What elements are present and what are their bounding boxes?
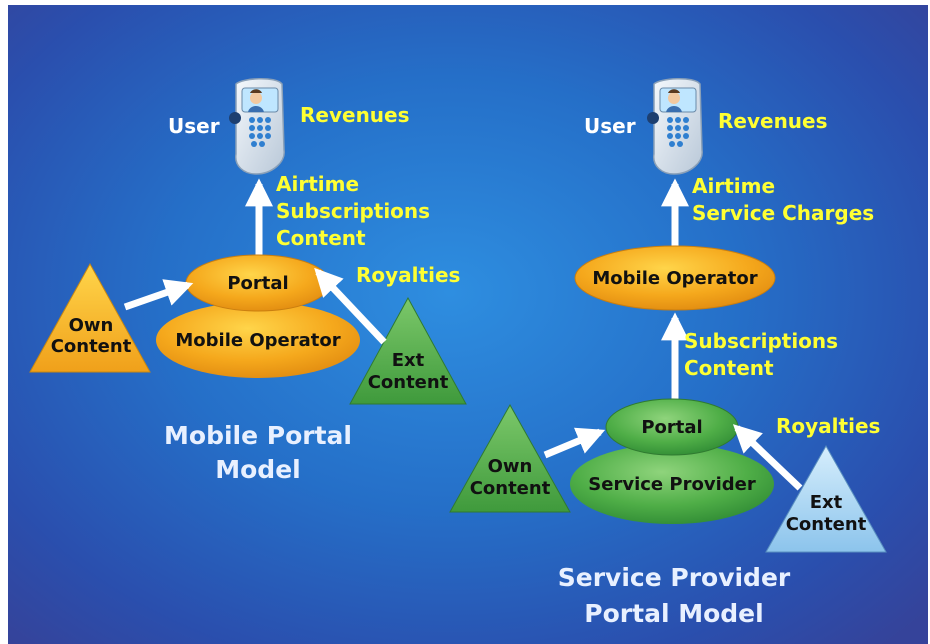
right-flow-label-subscriptions: Subscriptions (684, 329, 838, 353)
right-own-content-node (449, 403, 571, 513)
right-service-provider-node (570, 444, 774, 524)
left-ext-content-node (349, 296, 467, 405)
right-flow-label-content: Content (684, 356, 774, 380)
right-ext-content-label-1: Ext (810, 492, 843, 513)
left-portal-label: Portal (227, 273, 288, 294)
right-flow-label-service-charges: Service Charges (692, 201, 874, 225)
left-flow-label-content: Content (276, 226, 366, 250)
right-own-content-label-2: Content (470, 478, 551, 499)
left-own-content-node (29, 262, 151, 373)
left-arrow-ext-to-portal (314, 267, 387, 345)
right-user-label: User (584, 114, 636, 138)
right-mobile-operator-label: Mobile Operator (592, 268, 757, 289)
left-user-label: User (168, 114, 220, 138)
right-ext-content-label-2: Content (786, 514, 867, 535)
left-mobile-operator-node (156, 302, 360, 378)
right-ext-content-node (765, 444, 887, 553)
right-revenues-label: Revenues (718, 109, 828, 133)
left-mobile-operator-label: Mobile Operator (175, 330, 340, 351)
right-title-line-2: Portal Model (584, 599, 763, 628)
right-arrow-own-to-portal (543, 427, 606, 459)
right-own-content-label-1: Own (488, 456, 533, 477)
left-revenues-label: Revenues (300, 103, 410, 127)
right-royalties-label: Royalties (776, 414, 880, 438)
left-model: User Revenues Airtime Subscriptions Cont… (29, 77, 467, 484)
left-title-line-1: Mobile Portal (164, 421, 352, 450)
left-title-line-2: Model (215, 455, 300, 484)
right-mobile-operator-node (574, 245, 776, 311)
right-flow-label-airtime: Airtime (692, 174, 775, 198)
left-ext-content-label-1: Ext (392, 350, 425, 371)
right-arrow-ext-to-portal (732, 424, 803, 491)
left-own-content-label-1: Own (69, 315, 114, 336)
right-title-line-1: Service Provider (558, 563, 791, 592)
left-royalties-label: Royalties (356, 263, 460, 287)
right-service-provider-label: Service Provider (588, 474, 756, 495)
left-arrow-own-to-portal (123, 279, 194, 311)
left-flow-label-airtime: Airtime (276, 172, 359, 196)
right-model: User Revenues Airtime Service Charges Mo… (449, 77, 887, 628)
left-flow-label-subscriptions: Subscriptions (276, 199, 430, 223)
mobile-phone-icon (228, 77, 285, 175)
mobile-phone-icon (646, 77, 703, 175)
right-portal-label: Portal (641, 417, 702, 438)
left-own-content-label-2: Content (51, 336, 132, 357)
left-ext-content-label-2: Content (368, 372, 449, 393)
